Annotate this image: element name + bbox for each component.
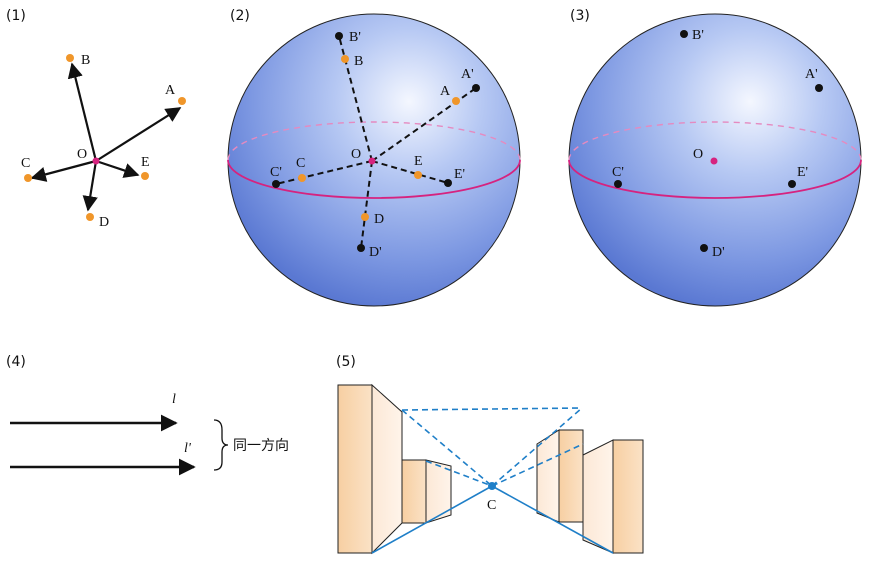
panel-5-index: (5) — [336, 354, 356, 370]
vector-oe — [95, 159, 140, 178]
dashed-rays — [401, 407, 584, 487]
point-e — [414, 171, 422, 179]
label-o: O — [351, 147, 361, 162]
label-o: O — [77, 147, 87, 162]
box-right-large-face — [582, 439, 614, 554]
point-a — [452, 97, 460, 105]
center-o — [92, 157, 100, 165]
point-d — [86, 213, 94, 221]
point-a-prime — [815, 84, 823, 92]
vectors — [30, 62, 182, 212]
solid-rays — [371, 485, 614, 554]
brace — [213, 419, 229, 471]
point-b — [341, 55, 349, 63]
label-c-prime: C' — [270, 165, 282, 180]
label-c-prime: C' — [612, 165, 624, 180]
label-l: l — [172, 392, 176, 407]
panel-4-index: (4) — [6, 354, 26, 370]
label-e: E — [141, 155, 150, 170]
point-d-prime — [357, 244, 365, 252]
label-b-prime: B' — [349, 30, 361, 45]
label-d-prime: D' — [369, 245, 382, 260]
equator-front — [227, 159, 521, 199]
label-b-prime: B' — [692, 28, 704, 43]
point-a — [178, 97, 186, 105]
vector-oc — [30, 159, 97, 182]
point-b-prime — [335, 32, 343, 40]
brace-text: 同一方向 — [233, 438, 289, 454]
vector-oa — [95, 107, 182, 162]
panel-1: (1) A B C D E O — [6, 8, 186, 230]
label-b: B — [81, 53, 90, 68]
label-d-prime: D' — [712, 245, 725, 260]
label-c: C — [487, 498, 496, 513]
point-c — [298, 174, 306, 182]
label-o: O — [693, 147, 703, 162]
label-a-prime: A' — [805, 67, 818, 82]
label-a: A — [440, 84, 451, 99]
box-right-small — [558, 429, 584, 523]
panel-4: (4) l l' 同一方向 — [6, 354, 289, 476]
label-b: B — [354, 54, 363, 69]
vector-od — [82, 160, 98, 212]
box-left-large — [337, 384, 373, 554]
point-c-prime — [614, 180, 622, 188]
point-e-prime — [444, 179, 452, 187]
box-left-small-face — [425, 459, 452, 524]
label-a: A — [165, 83, 176, 98]
equator-back — [568, 121, 862, 161]
center-o — [710, 157, 718, 165]
point-e — [141, 172, 149, 180]
center-c — [488, 482, 496, 490]
box-right-large — [612, 439, 644, 554]
label-d: D — [374, 212, 384, 227]
label-e: E — [414, 154, 423, 169]
panel-1-index: (1) — [6, 8, 26, 24]
point-e-prime — [788, 180, 796, 188]
box-left-large-face — [371, 383, 403, 555]
point-a-prime — [472, 84, 480, 92]
label-c: C — [296, 156, 305, 171]
label-l-prime: l' — [184, 441, 192, 456]
box-left-small — [401, 459, 427, 524]
center-o — [368, 157, 376, 165]
label-d: D — [99, 215, 109, 230]
label-c: C — [21, 156, 30, 171]
panel-5: (5) C — [336, 354, 644, 555]
point-b — [66, 54, 74, 62]
panel-3-index: (3) — [570, 8, 590, 24]
label-a-prime: A' — [461, 67, 474, 82]
point-d-prime — [700, 244, 708, 252]
point-b-prime — [680, 30, 688, 38]
point-c-prime — [272, 180, 280, 188]
panel-3: (3) A' B' C' D' E' O — [568, 8, 862, 307]
vector-ob — [67, 62, 98, 162]
label-e-prime: E' — [454, 167, 465, 182]
label-e-prime: E' — [797, 165, 808, 180]
panel-2-index: (2) — [230, 8, 250, 24]
panel-2: (2) A B C D E A' B' C' D' E' O — [227, 8, 521, 307]
point-d — [361, 213, 369, 221]
point-c — [24, 174, 32, 182]
equator-back — [227, 121, 521, 161]
equator-front — [568, 159, 862, 199]
